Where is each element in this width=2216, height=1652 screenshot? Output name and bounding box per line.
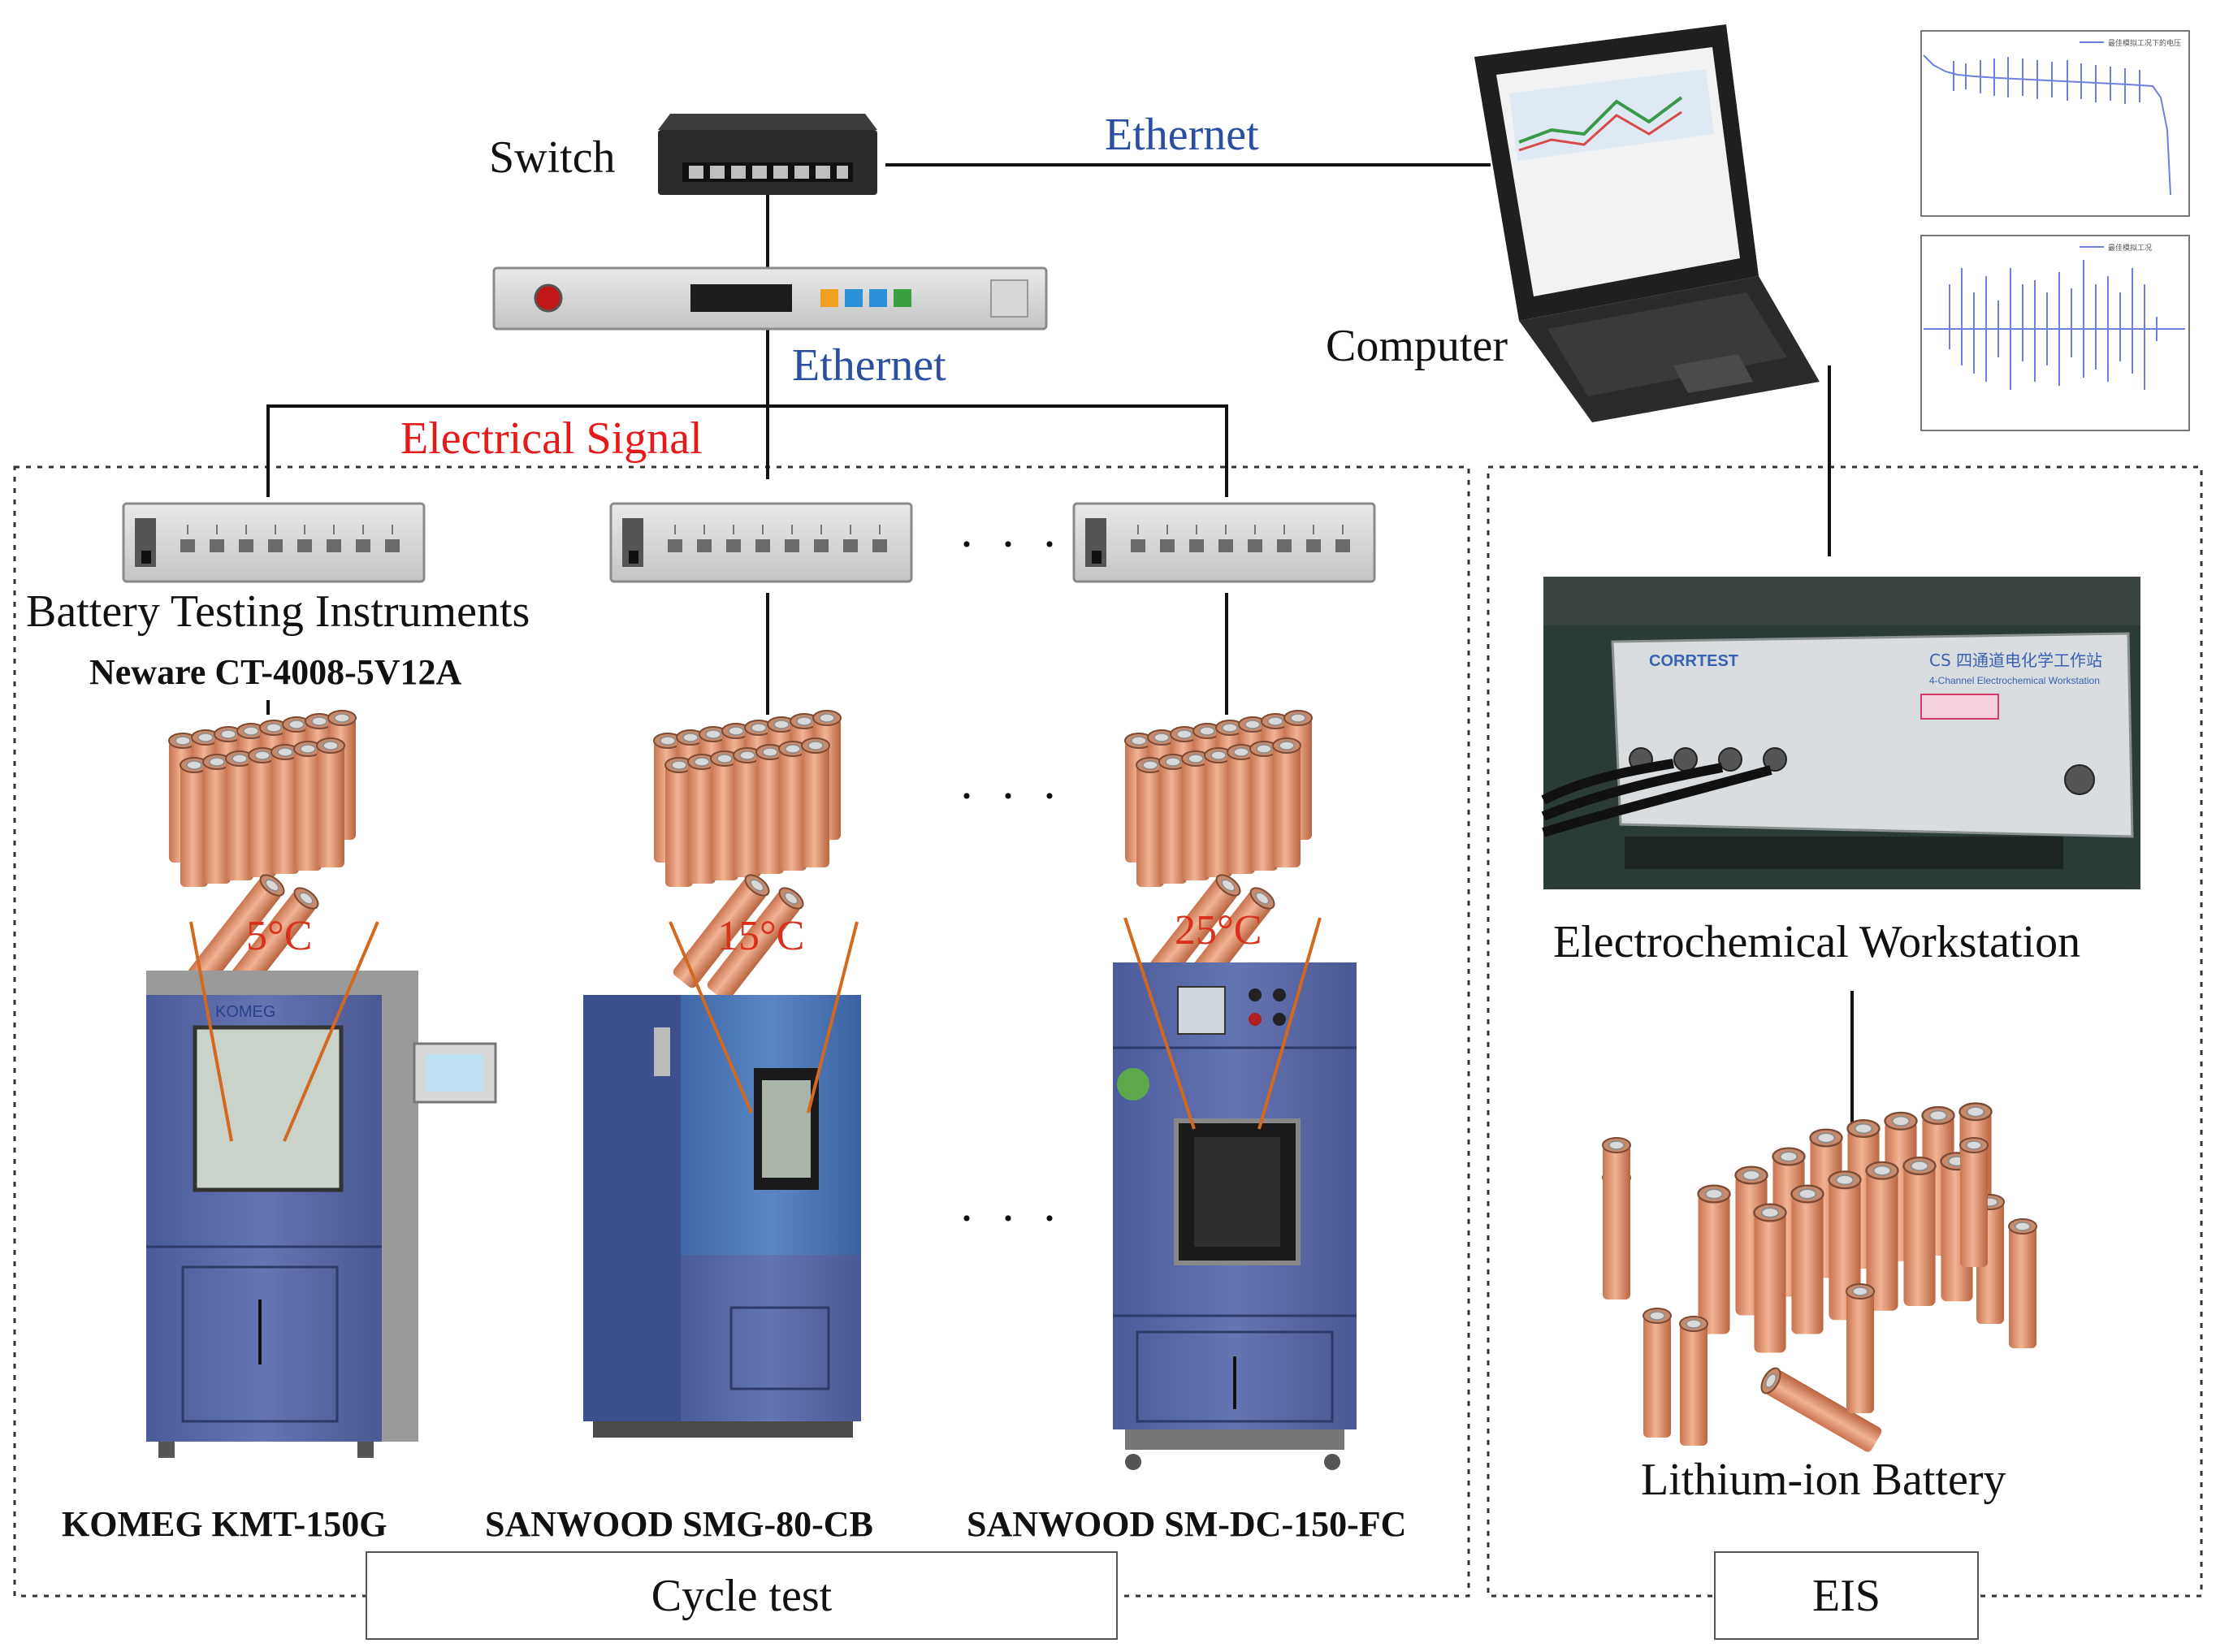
laptop-icon: [1474, 24, 1820, 422]
ethernet-label-top: Ethernet: [1105, 110, 1259, 160]
cycle-test-box: Cycle test: [366, 1551, 1118, 1640]
svg-text:最佳模拟工况: 最佳模拟工况: [2108, 243, 2152, 253]
probe-lines: [189, 917, 1322, 1142]
controller-unit-icon: [492, 266, 1048, 331]
battery-label: Lithium-ion Battery: [1641, 1455, 2006, 1505]
connection-lines: [266, 163, 1854, 1133]
eis-label: EIS: [1812, 1570, 1881, 1621]
electrical-signal-label: Electrical Signal: [400, 413, 703, 464]
chamber-3-temp: 25°C: [1175, 907, 1262, 954]
current-curve-plot: 最佳模拟工况: [1920, 235, 2190, 431]
instrument-model-label: Neware CT-4008-5V12A: [89, 652, 462, 692]
testing-instrument-1: [122, 502, 426, 583]
ellipsis-chambers: · · ·: [959, 1191, 1064, 1245]
switch-label: Switch: [489, 132, 616, 183]
ellipsis-cells: · · ·: [959, 769, 1064, 823]
workstation-label: Electrochemical Workstation: [1553, 917, 2081, 967]
battery-cell-icon-3: [1125, 711, 1312, 1003]
workstation-icon: CORRTEST CS 四通道电化学工作站 4-Channel Electroc…: [1541, 577, 2140, 889]
eis-box: EIS: [1714, 1551, 1979, 1640]
chamber-1-temp: 5°C: [246, 913, 313, 959]
instruments-label: Battery Testing Instruments: [26, 586, 530, 637]
chamber-1-model: KOMEG KMT-150G: [62, 1504, 387, 1544]
testing-instrument-2: [609, 502, 913, 583]
battery-pile-icon: [1602, 1102, 2037, 1455]
test-chamber-icon-3: [1113, 962, 1357, 1470]
cycle-test-label: Cycle test: [651, 1570, 833, 1621]
chamber-1-brand: KOMEG: [215, 1003, 275, 1021]
testing-instrument-3: [1072, 502, 1376, 583]
workstation-brand: CORRTEST: [1649, 652, 1738, 670]
voltage-curve-plot: 最佳模拟工况下的电压: [1920, 30, 2190, 217]
ellipsis-instruments: · · ·: [959, 517, 1064, 571]
test-chamber-icon-1: KOMEG: [146, 971, 497, 1458]
computer-label: Computer: [1326, 321, 1508, 371]
chamber-3-model: SANWOOD SM-DC-150-FC: [967, 1504, 1407, 1544]
network-switch-icon: [658, 114, 877, 195]
chamber-2-model: SANWOOD SMG-80-CB: [485, 1504, 873, 1544]
chamber-2-temp: 15°C: [717, 913, 805, 959]
svg-text:最佳模拟工况下的电压: 最佳模拟工况下的电压: [2108, 38, 2181, 48]
workstation-panel-title: CS 四通道电化学工作站: [1929, 651, 2102, 670]
test-chamber-icon-2: [583, 995, 861, 1438]
workstation-panel-subtitle: 4-Channel Electrochemical Workstation: [1929, 675, 2100, 686]
ethernet-label-mid: Ethernet: [792, 340, 946, 391]
